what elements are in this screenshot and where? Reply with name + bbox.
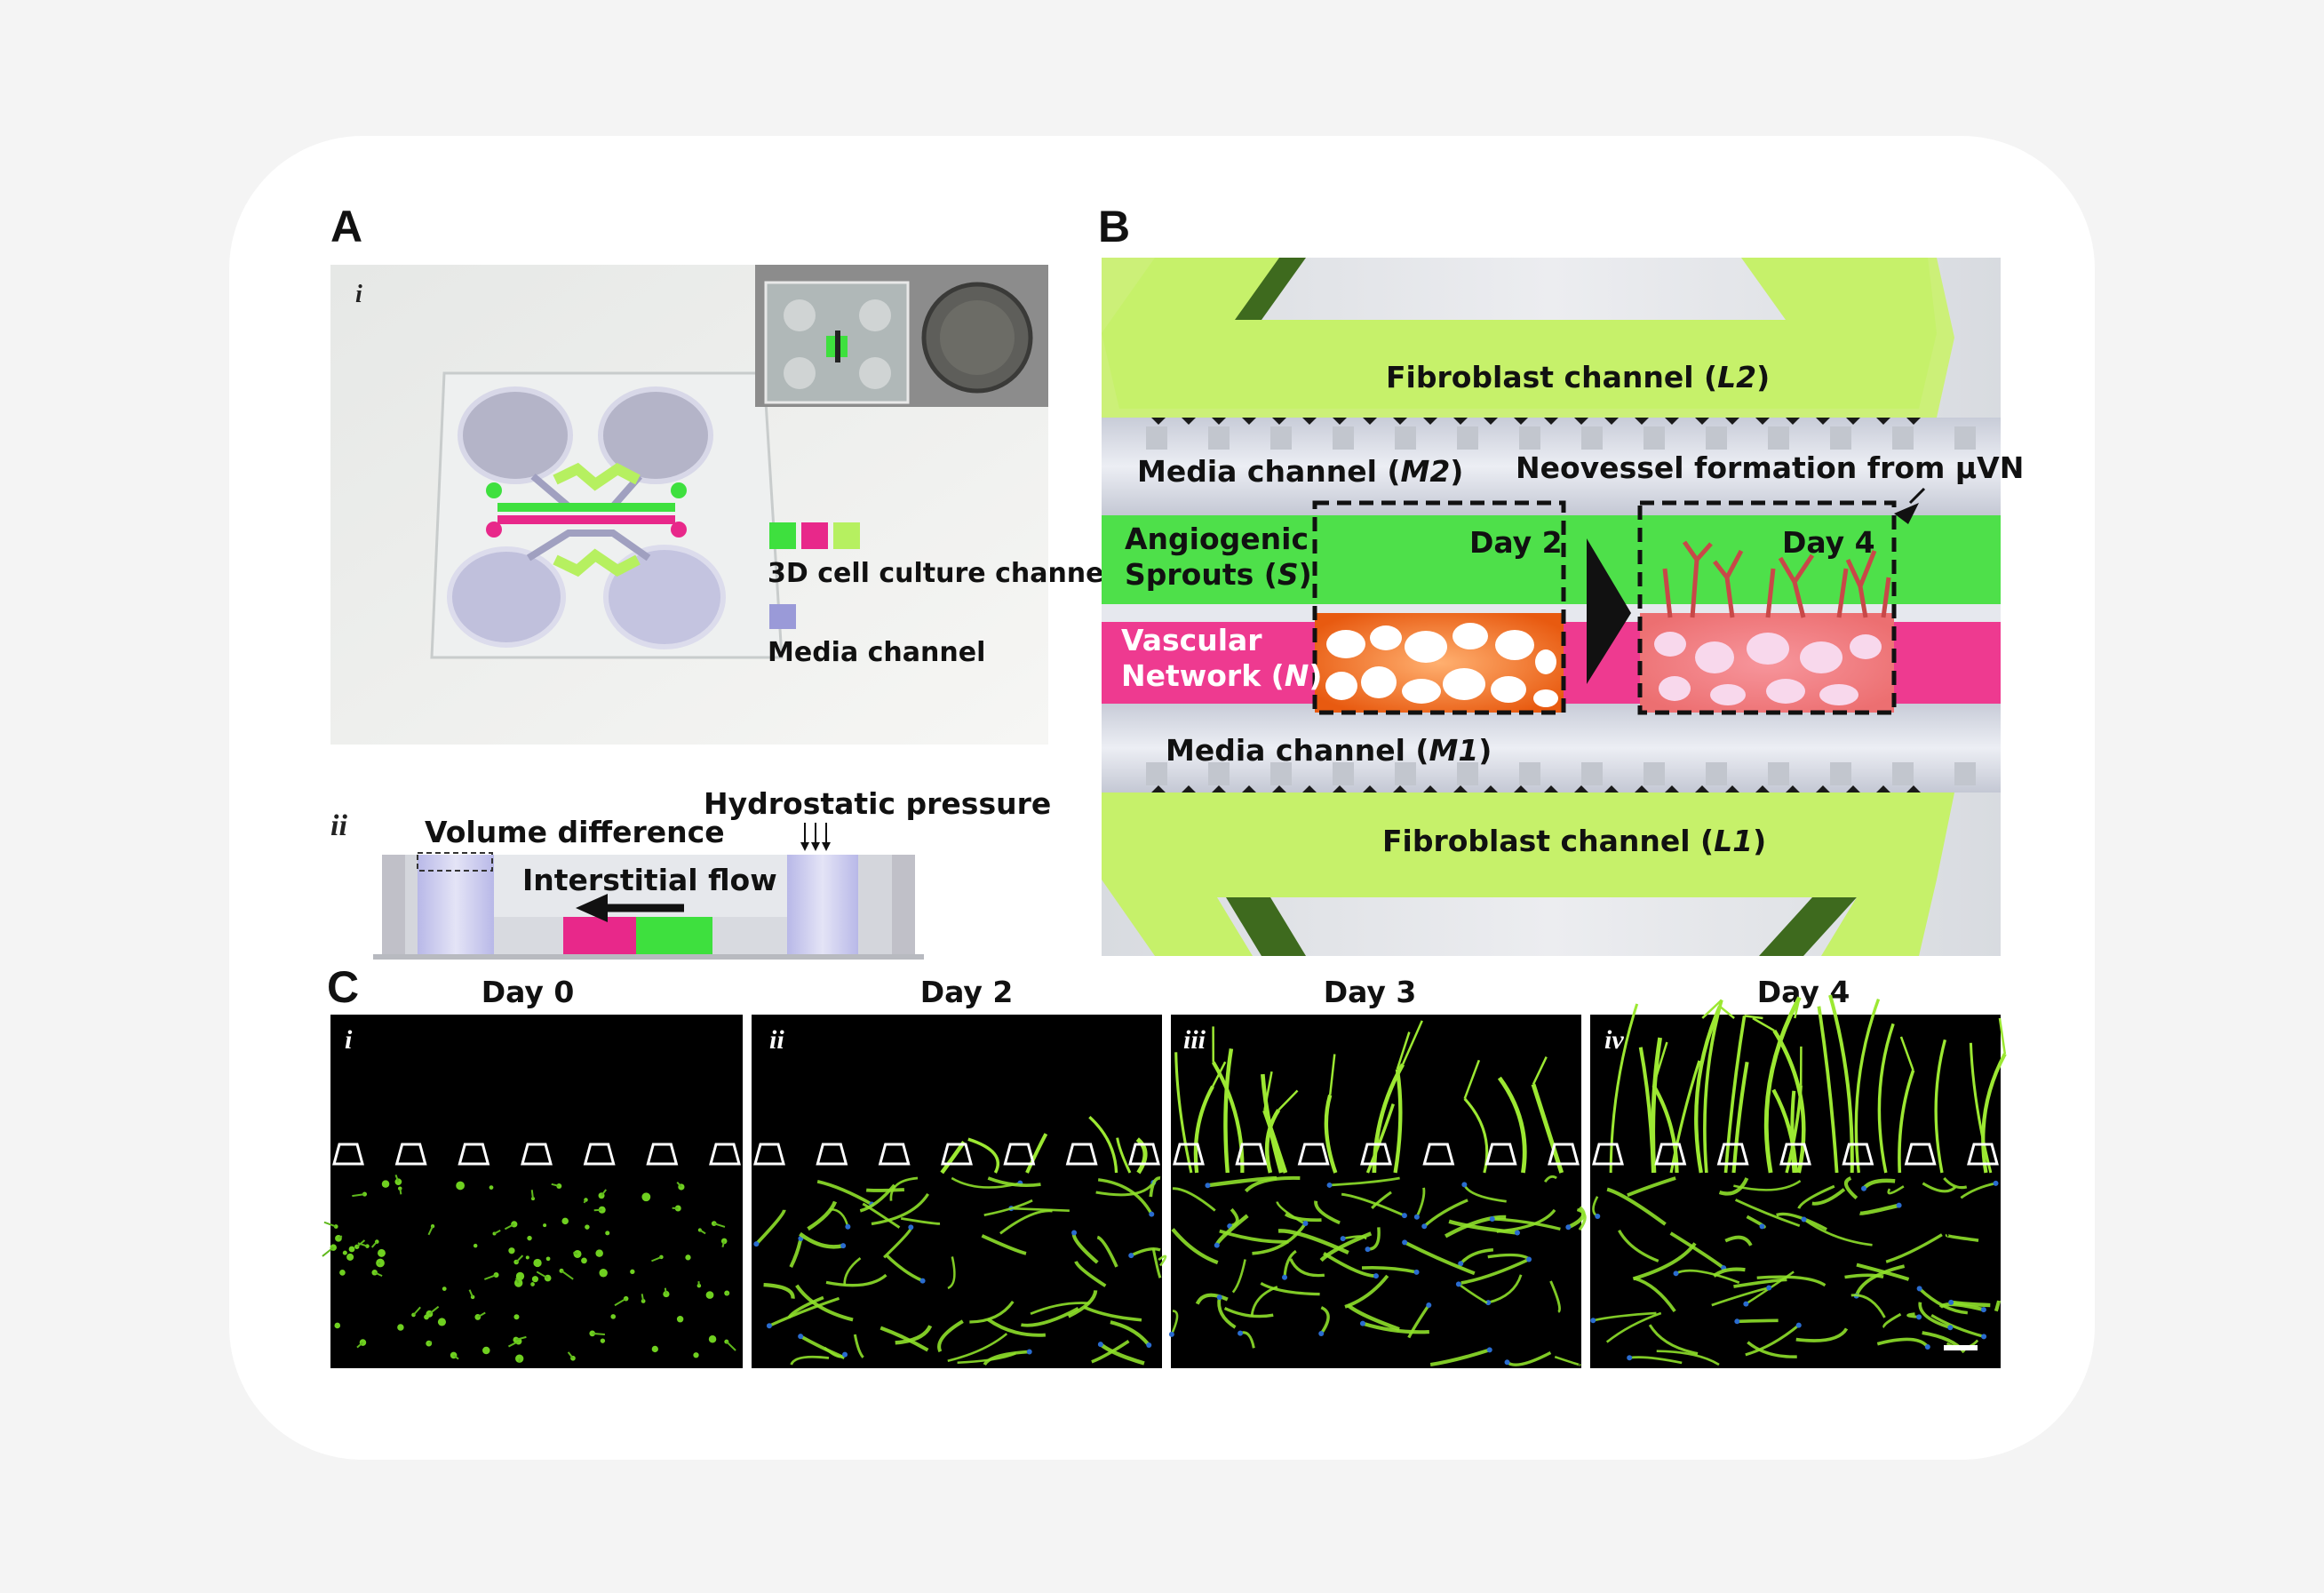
legend-swatch-magenta (801, 522, 828, 549)
day4-heading: Day 4 (1757, 975, 1850, 1009)
panel-c-letter: C (327, 962, 359, 1012)
micrograph-2 (752, 1015, 1167, 1368)
post-marker (1235, 1143, 1268, 1166)
angiogenic-label-line2: Sprouts (S) (1125, 557, 1312, 592)
legend-media-label: Media channel (768, 637, 985, 668)
post-marker (1003, 1143, 1036, 1166)
post-marker (1842, 1143, 1874, 1166)
micrograph-1 (322, 1015, 743, 1368)
neovessel-label: Neovessel formation from µVN (1516, 450, 2024, 485)
post-marker (646, 1143, 679, 1166)
post-marker (1360, 1143, 1392, 1166)
legend-swatch-media (769, 604, 796, 629)
post-marker (458, 1143, 490, 1166)
fibroblast-l2-label: Fibroblast channel (L2) (1386, 360, 1770, 394)
post-marker (941, 1143, 973, 1166)
legend-swatch-green (769, 522, 796, 549)
panel-b-letter: B (1098, 202, 1130, 251)
post-marker (1779, 1143, 1811, 1166)
day3-heading: Day 3 (1324, 975, 1417, 1009)
post-marker (332, 1143, 364, 1166)
post-marker (1967, 1143, 1999, 1166)
day4-label: Day 4 (1782, 525, 1875, 560)
interstitial-flow-label: Interstitial flow (522, 863, 777, 897)
post-marker (1484, 1143, 1517, 1166)
legend-swatch-lime (833, 522, 860, 549)
panel-a-cross-section (373, 823, 924, 960)
panel-a-sub-i: i (355, 281, 362, 308)
volume-difference-label: Volume difference (425, 815, 725, 849)
fibroblast-l1-label: Fibroblast channel (L1) (1382, 824, 1766, 858)
angiogenic-sprouts-channel (1102, 515, 2001, 604)
media-m2-label: Media channel (M2) (1137, 454, 1463, 489)
post-marker (394, 1143, 427, 1166)
image-ii-label: ii (769, 1025, 784, 1055)
post-marker (709, 1143, 741, 1166)
panel-a-letter: A (330, 202, 362, 251)
day0-heading: Day 0 (482, 975, 575, 1009)
micrograph-4 (1590, 994, 2007, 1368)
day2-label: Day 2 (1469, 525, 1563, 560)
image-i-label: i (345, 1025, 353, 1055)
post-marker (1654, 1143, 1687, 1166)
panel-a-sub-ii: ii (330, 809, 347, 842)
fibroblast-channel-l1 (1102, 793, 1954, 956)
post-marker (1548, 1143, 1580, 1166)
post-marker (1297, 1143, 1330, 1166)
post-marker (521, 1143, 553, 1166)
post-marker (1422, 1143, 1455, 1166)
image-iv-label: iv (1604, 1025, 1624, 1055)
legend-culture-label: 3D cell culture channel (768, 558, 1113, 589)
post-marker (816, 1143, 848, 1166)
image-iii-label: iii (1183, 1025, 1206, 1055)
vascular-label-line2: Network (N) (1121, 658, 1322, 693)
post-marker (1904, 1143, 1937, 1166)
post-marker (1173, 1143, 1205, 1166)
hydrostatic-pressure-label: Hydrostatic pressure (704, 786, 1051, 821)
post-marker (753, 1143, 785, 1166)
microscopy-row (322, 994, 2007, 1368)
panel-b-schematic (1102, 258, 2001, 956)
post-marker (583, 1143, 616, 1166)
micrograph-3 (1168, 1015, 1587, 1368)
vascular-label-line1: Vascular (1121, 623, 1262, 657)
post-marker (1128, 1143, 1160, 1166)
media-m1-label: Media channel (M1) (1166, 733, 1492, 768)
angiogenic-label-line1: Angiogenic (1125, 522, 1309, 556)
post-marker (878, 1143, 911, 1166)
scale-bar (1944, 1345, 1978, 1350)
day2-heading: Day 2 (920, 975, 1014, 1009)
post-marker (1065, 1143, 1098, 1166)
post-marker (1592, 1143, 1624, 1166)
post-marker (1716, 1143, 1749, 1166)
panel-a-photo (330, 265, 1048, 745)
panel-a-legend: 3D cell culture channel Media channel (768, 522, 1113, 668)
